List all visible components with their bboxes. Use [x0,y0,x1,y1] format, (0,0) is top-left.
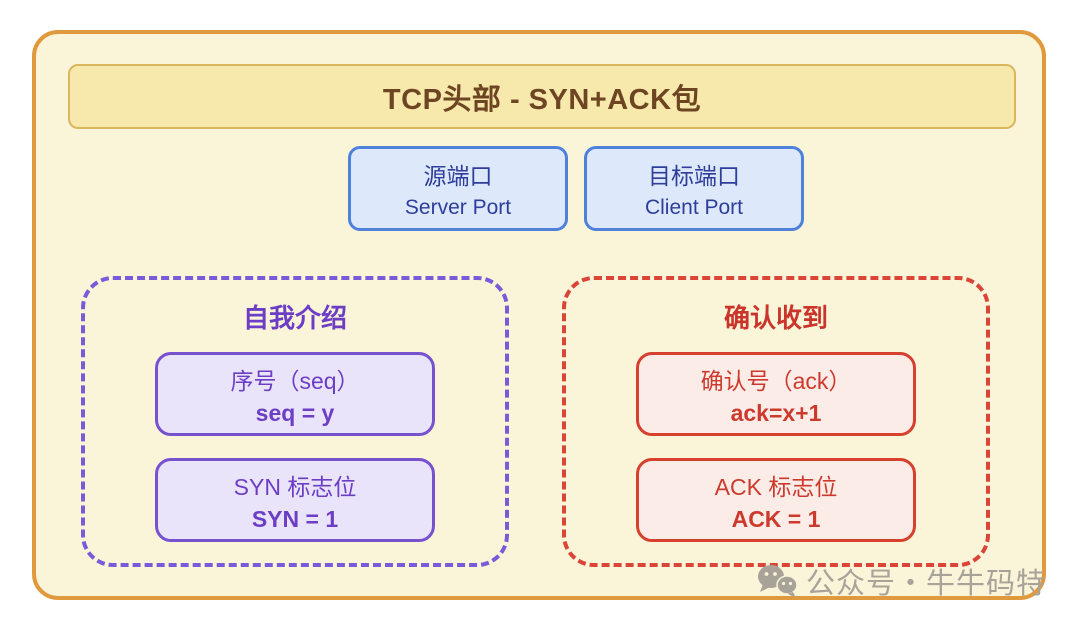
sequence-number-value: seq = y [255,399,335,426]
tcp-header-panel: TCP头部 - SYN+ACK包 源端口 Server Port 目标端口 Cl… [32,30,1046,600]
sequence-number-box: 序号（seq） seq = y [155,352,435,436]
self-introduction-section: 自我介绍 序号（seq） seq = y SYN 标志位 SYN = 1 [81,276,509,567]
sequence-number-label: 序号（seq） [230,367,360,394]
destination-port-box: 目标端口 Client Port [584,146,804,231]
ack-number-box: 确认号（ack） ack=x+1 [636,352,916,436]
destination-port-label-en: Client Port [644,196,744,219]
wechat-icon [756,563,798,599]
diagram-title: TCP头部 - SYN+ACK包 [68,64,1016,129]
ports-row: 源端口 Server Port 目标端口 Client Port [348,146,804,231]
source-port-box: 源端口 Server Port [348,146,568,231]
source-port-label-cn: 源端口 [423,163,493,189]
ack-number-value: ack=x+1 [730,399,822,426]
ack-number-label: 确认号（ack） [700,367,852,394]
syn-flag-value: SYN = 1 [251,505,339,532]
watermark: 公众号・牛牛码特 [756,560,1046,602]
ack-flag-value: ACK = 1 [731,505,821,532]
source-port-label-en: Server Port [404,196,512,219]
self-introduction-title: 自我介绍 [242,303,347,333]
watermark-text: 公众号・牛牛码特 [805,568,1046,600]
ack-flag-label: ACK 标志位 [714,473,838,500]
acknowledge-section: 确认收到 确认号（ack） ack=x+1 ACK 标志位 ACK = 1 [562,276,990,567]
syn-flag-box: SYN 标志位 SYN = 1 [155,458,435,542]
destination-port-label-cn: 目标端口 [648,163,740,189]
acknowledge-title: 确认收到 [723,303,828,333]
syn-flag-label: SYN 标志位 [233,473,357,500]
ack-flag-box: ACK 标志位 ACK = 1 [636,458,916,542]
